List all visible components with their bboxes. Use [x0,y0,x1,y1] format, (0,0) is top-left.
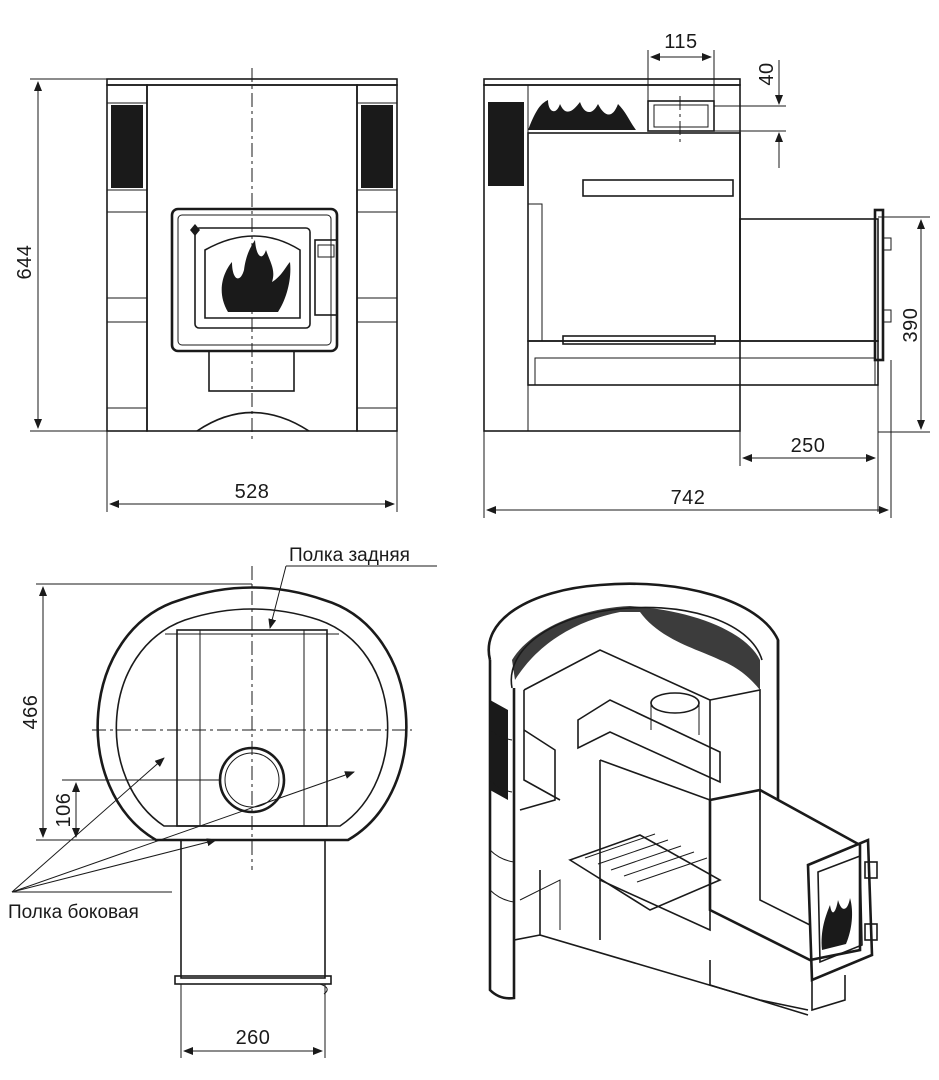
dim-side-fire-channel-height: 390 [900,308,922,343]
iso-chimney-hole [650,692,700,714]
iso-door-hinge-bottom [864,923,878,941]
plan-door-plate [174,975,332,985]
side-firebox [527,132,741,342]
plan-fire-channel [180,839,326,979]
side-left-flames [488,102,524,186]
iso-left-wall [488,660,516,1000]
side-top-flames [528,100,636,130]
right-flame-tiles [361,105,393,188]
iso-inner-box-top [523,649,711,802]
side-door-frame [873,208,885,362]
isometric-cutaway [487,582,878,1016]
side-upper-shelf [582,179,734,197]
left-flame-tiles [111,105,143,188]
iso-door-hinge-top [864,861,878,879]
label-side-shelf: Полка боковая [8,902,139,923]
door-flame-icon [221,240,291,312]
door-glass [204,235,301,319]
iso-side-flames [490,700,508,800]
iso-grate [568,834,722,911]
dim-side-top-depth: 40 [756,62,778,85]
dim-front-width: 528 [235,481,270,503]
door-hinge [314,239,338,316]
side-grate [562,335,716,345]
side-ash-channel [527,340,879,386]
side-top-plate [483,78,741,86]
iso-flame-band [512,606,760,690]
plan-view: 466 106 260 Полка задняя Полка боковая [8,545,437,1058]
side-chimney-hole [647,100,715,132]
side-fire-channel [739,218,879,342]
dim-plan-depth: 466 [20,695,42,730]
dim-plan-channel-width: 260 [236,1027,271,1049]
plan-outer-shell [96,586,408,842]
dim-plan-offset: 106 [53,793,75,828]
iso-door-flame-icon [821,898,853,950]
front-bottom-arc [196,411,310,432]
dim-side-total-length: 742 [671,487,706,509]
door-logo-icon [190,224,200,236]
side-view: 115 40 390 250 742 [483,31,930,518]
label-back-shelf: Полка задняя [289,545,410,566]
dim-side-fire-channel-length: 250 [791,435,826,457]
iso-upper-shelf [577,699,721,784]
dim-side-top-hole: 115 [664,31,697,53]
iso-door [806,838,874,982]
front-view: 644 528 [14,68,398,512]
dim-front-height: 644 [14,245,36,280]
iso-top-rim [487,582,780,700]
